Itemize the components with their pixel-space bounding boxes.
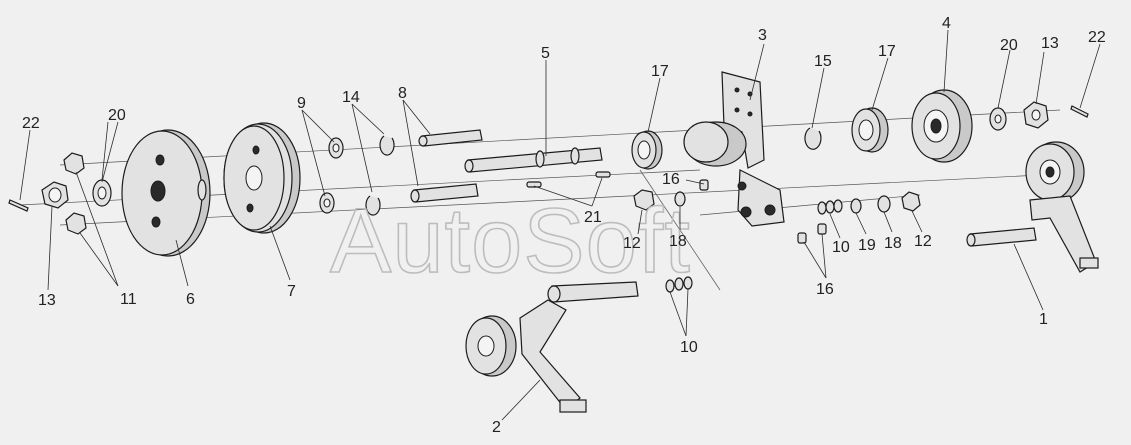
label-part-7: 7 (287, 283, 296, 300)
washer-20-left (92, 179, 112, 207)
tensioner-arm-2 (465, 281, 639, 413)
label-part-12-right: 12 (914, 233, 932, 250)
washer-9-upper (328, 137, 344, 159)
washers-10-bottom (665, 276, 693, 293)
pin-8-upper (418, 129, 483, 147)
label-part-3: 3 (758, 27, 767, 44)
key-21-a (526, 181, 542, 188)
bracket-3 (683, 71, 785, 227)
label-part-10-right: 10 (832, 239, 850, 256)
label-part-8: 8 (398, 85, 407, 102)
label-part-18-right: 18 (884, 235, 902, 252)
label-part-20-right: 20 (1000, 37, 1018, 54)
nut-12-center (633, 189, 655, 211)
grease-fitting-16-top (699, 179, 709, 191)
label-part-16-center: 16 (662, 171, 680, 188)
label-part-17-right: 17 (878, 43, 896, 60)
cotter-pin-left (8, 199, 29, 212)
label-part-2: 2 (492, 419, 501, 436)
washer-18-center (674, 191, 686, 207)
label-part-5: 5 (541, 45, 550, 62)
label-part-15: 15 (814, 53, 832, 70)
nut-11-upper (63, 152, 85, 175)
label-part-19: 19 (858, 237, 876, 254)
nut-13-right (1023, 101, 1049, 129)
label-part-13-right: 13 (1041, 35, 1059, 52)
label-part-12-center: 12 (623, 235, 641, 252)
label-part-13-left: 13 (38, 292, 56, 309)
part-number-labels: 1 2 3 4 5 6 7 8 9 10 10 11 12 12 13 13 1… (22, 15, 1106, 436)
bearing-17-left (631, 130, 663, 170)
circlip-15 (804, 127, 822, 150)
bearing-17-right (851, 107, 889, 153)
grease-fitting-16-right-a (817, 223, 827, 235)
washer-18-right (877, 195, 891, 213)
cotter-pin-right (1070, 105, 1089, 118)
shaft-5 (464, 147, 603, 173)
label-part-4: 4 (942, 15, 951, 32)
pulley-4 (911, 89, 973, 163)
label-part-18-center: 18 (669, 233, 687, 250)
tensioner-arm-1 (966, 141, 1099, 273)
key-21-b (595, 171, 611, 178)
watermark-text: AutoSoft (330, 190, 691, 292)
label-part-14: 14 (342, 89, 360, 106)
washer-19 (850, 198, 862, 214)
washer-20-right (989, 107, 1007, 131)
circlip-14-upper (379, 135, 395, 156)
nut-11-lower (65, 212, 87, 235)
label-part-17-left: 17 (651, 63, 669, 80)
label-part-16-right: 16 (816, 281, 834, 298)
washer-9-lower (319, 192, 335, 214)
label-part-22-left: 22 (22, 115, 40, 132)
grease-fitting-16-right-b (797, 232, 807, 244)
label-part-1: 1 (1039, 311, 1048, 328)
nut-12-right (901, 191, 921, 212)
label-part-20-left: 20 (108, 107, 126, 124)
pulley-7 (223, 122, 301, 234)
label-part-11: 11 (120, 291, 137, 308)
label-part-21: 21 (584, 209, 602, 226)
circlip-14-lower (365, 195, 381, 216)
label-part-9: 9 (297, 95, 306, 112)
label-part-22-right: 22 (1088, 29, 1106, 46)
washers-10-right (817, 199, 843, 215)
nut-13-left (41, 181, 69, 209)
pulley-disc-6 (121, 129, 211, 257)
label-part-10-bottom: 10 (680, 339, 698, 356)
pin-8-lower (410, 183, 479, 203)
leader-lines (19, 29, 1101, 421)
label-part-6: 6 (186, 291, 195, 308)
